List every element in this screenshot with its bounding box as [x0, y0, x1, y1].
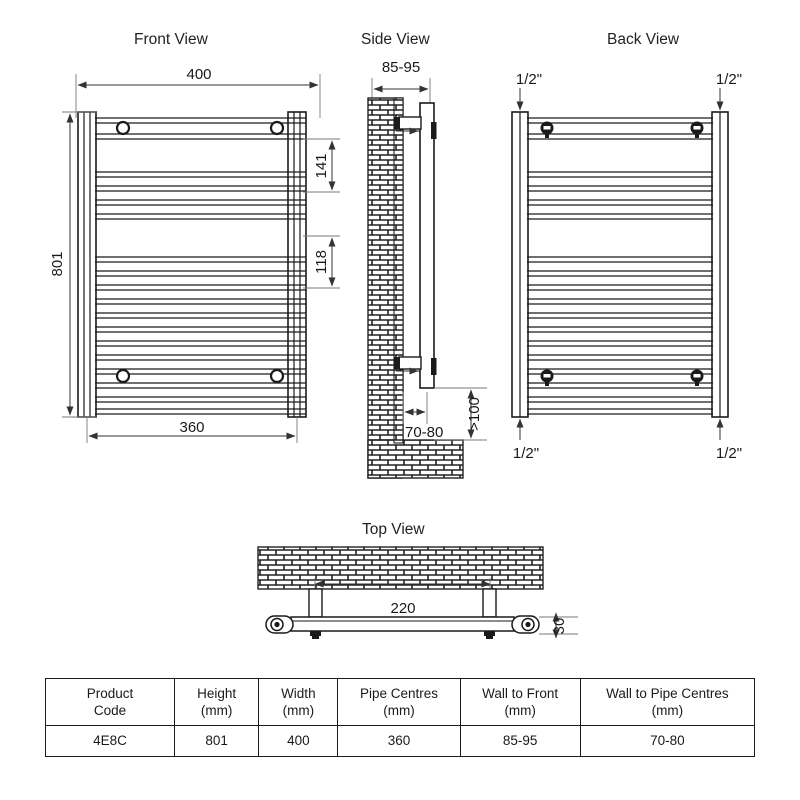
back-connector-top-right — [690, 121, 704, 138]
dim-back-conn-bottom-right: 1/2" — [716, 445, 742, 462]
front-gap-118-dimension — [303, 235, 340, 289]
table-header-width: Width (mm) — [258, 678, 339, 726]
cell-width: 400 — [258, 725, 339, 757]
front-view-title: Front View — [134, 31, 208, 48]
back-view-title: Back View — [607, 31, 680, 48]
dim-top-bracket-centres: 220 — [390, 600, 415, 617]
front-left-post — [77, 111, 97, 418]
back-connector-bottom-left — [540, 369, 554, 386]
table-header-wall-to-pipe-centres: Wall to Pipe Centres (mm) — [579, 678, 756, 726]
dim-top-depth: 30 — [551, 618, 568, 635]
table-header-pipe-centres: Pipe Centres (mm) — [337, 678, 461, 726]
back-rails — [527, 117, 713, 415]
side-bracket-top — [394, 116, 422, 135]
back-view-group — [511, 88, 729, 440]
front-valve-top-right — [269, 120, 285, 136]
header-line2: (mm) — [383, 703, 415, 718]
top-end-cap-right — [511, 615, 540, 634]
dim-side-wall-to-pipe: 70-80 — [405, 424, 443, 441]
back-left-post — [511, 111, 529, 418]
top-bracket-right — [482, 588, 497, 618]
front-view-group — [62, 74, 340, 443]
front-width-dimension — [75, 74, 321, 118]
table-row: 4E8C 801 400 360 85-95 70-80 — [44, 725, 756, 757]
front-height-dimension — [62, 111, 96, 418]
side-cap-top — [431, 122, 437, 139]
side-radiator-profile — [419, 102, 435, 389]
header-line2: Code — [93, 703, 127, 718]
dim-side-wall-to-front: 85-95 — [382, 59, 420, 76]
cell-height: 801 — [174, 725, 260, 757]
top-bracket-left — [308, 588, 323, 618]
header-line1: Product — [86, 685, 134, 701]
cell-wall-to-pipe-centres: 70-80 — [579, 725, 756, 757]
table-header-wall-to-front: Wall to Front (mm) — [459, 678, 581, 726]
side-floor-clearance-dimension — [434, 387, 487, 441]
dim-front-upper-gap: 141 — [313, 153, 330, 178]
top-view-group — [257, 546, 578, 639]
dim-back-conn-bottom-left: 1/2" — [513, 445, 539, 462]
specification-table: Product Code Height (mm) Width (mm) Pipe… — [44, 678, 756, 757]
front-right-post — [287, 111, 307, 418]
dim-front-pipe-centres: 360 — [179, 419, 204, 436]
table-header-height: Height (mm) — [174, 678, 260, 726]
header-line1: Pipe Centres — [359, 685, 438, 701]
top-depth-dimension — [539, 612, 578, 639]
front-pipe-centres-dimension — [86, 417, 298, 443]
top-view-title: Top View — [362, 521, 425, 538]
header-line1: Wall to Front — [482, 685, 559, 701]
top-foot-left — [310, 631, 321, 639]
table-header-row: Product Code Height (mm) Width (mm) Pipe… — [44, 678, 756, 726]
header-line2: (mm) — [200, 703, 233, 718]
dim-back-conn-top-left: 1/2" — [516, 71, 542, 88]
top-end-cap-left — [265, 615, 294, 634]
side-wall-to-pipe-dimension — [402, 392, 428, 424]
back-connector-top-left — [540, 121, 554, 138]
side-floor — [367, 439, 464, 479]
side-view-title: Side View — [361, 31, 430, 48]
cell-pipe-centres: 360 — [337, 725, 461, 757]
dim-back-conn-top-right: 1/2" — [716, 71, 742, 88]
header-line2: (mm) — [504, 703, 536, 718]
front-rails — [95, 117, 306, 415]
top-wall — [257, 546, 544, 590]
dim-front-width: 400 — [186, 66, 211, 83]
front-valve-bottom-left — [115, 368, 131, 384]
dim-side-floor-clearance: >100 — [466, 397, 483, 431]
cell-wall-to-front: 85-95 — [459, 725, 581, 757]
cell-product-code: 4E8C — [44, 725, 176, 757]
back-connector-bottom-right — [690, 369, 704, 386]
top-radiator-bar — [290, 616, 515, 632]
header-line2: (mm) — [282, 703, 315, 718]
header-line1: Width — [281, 685, 316, 701]
side-cap-bottom — [431, 358, 437, 375]
header-line1: Wall to Pipe Centres — [606, 685, 729, 701]
front-valve-bottom-right — [269, 368, 285, 384]
top-foot-right — [484, 631, 495, 639]
table-header-product-code: Product Code — [44, 678, 176, 726]
side-wall-seam — [393, 97, 404, 444]
dim-front-lower-gap: 118 — [313, 250, 330, 274]
header-line2: (mm) — [651, 703, 684, 718]
header-line1: Height — [197, 685, 237, 701]
front-gap-141-dimension — [303, 138, 340, 193]
dim-front-height: 801 — [49, 251, 66, 276]
back-right-post — [711, 111, 729, 418]
side-view-group — [367, 78, 487, 479]
front-valve-top-left — [115, 120, 131, 136]
side-bracket-bottom — [394, 356, 422, 375]
